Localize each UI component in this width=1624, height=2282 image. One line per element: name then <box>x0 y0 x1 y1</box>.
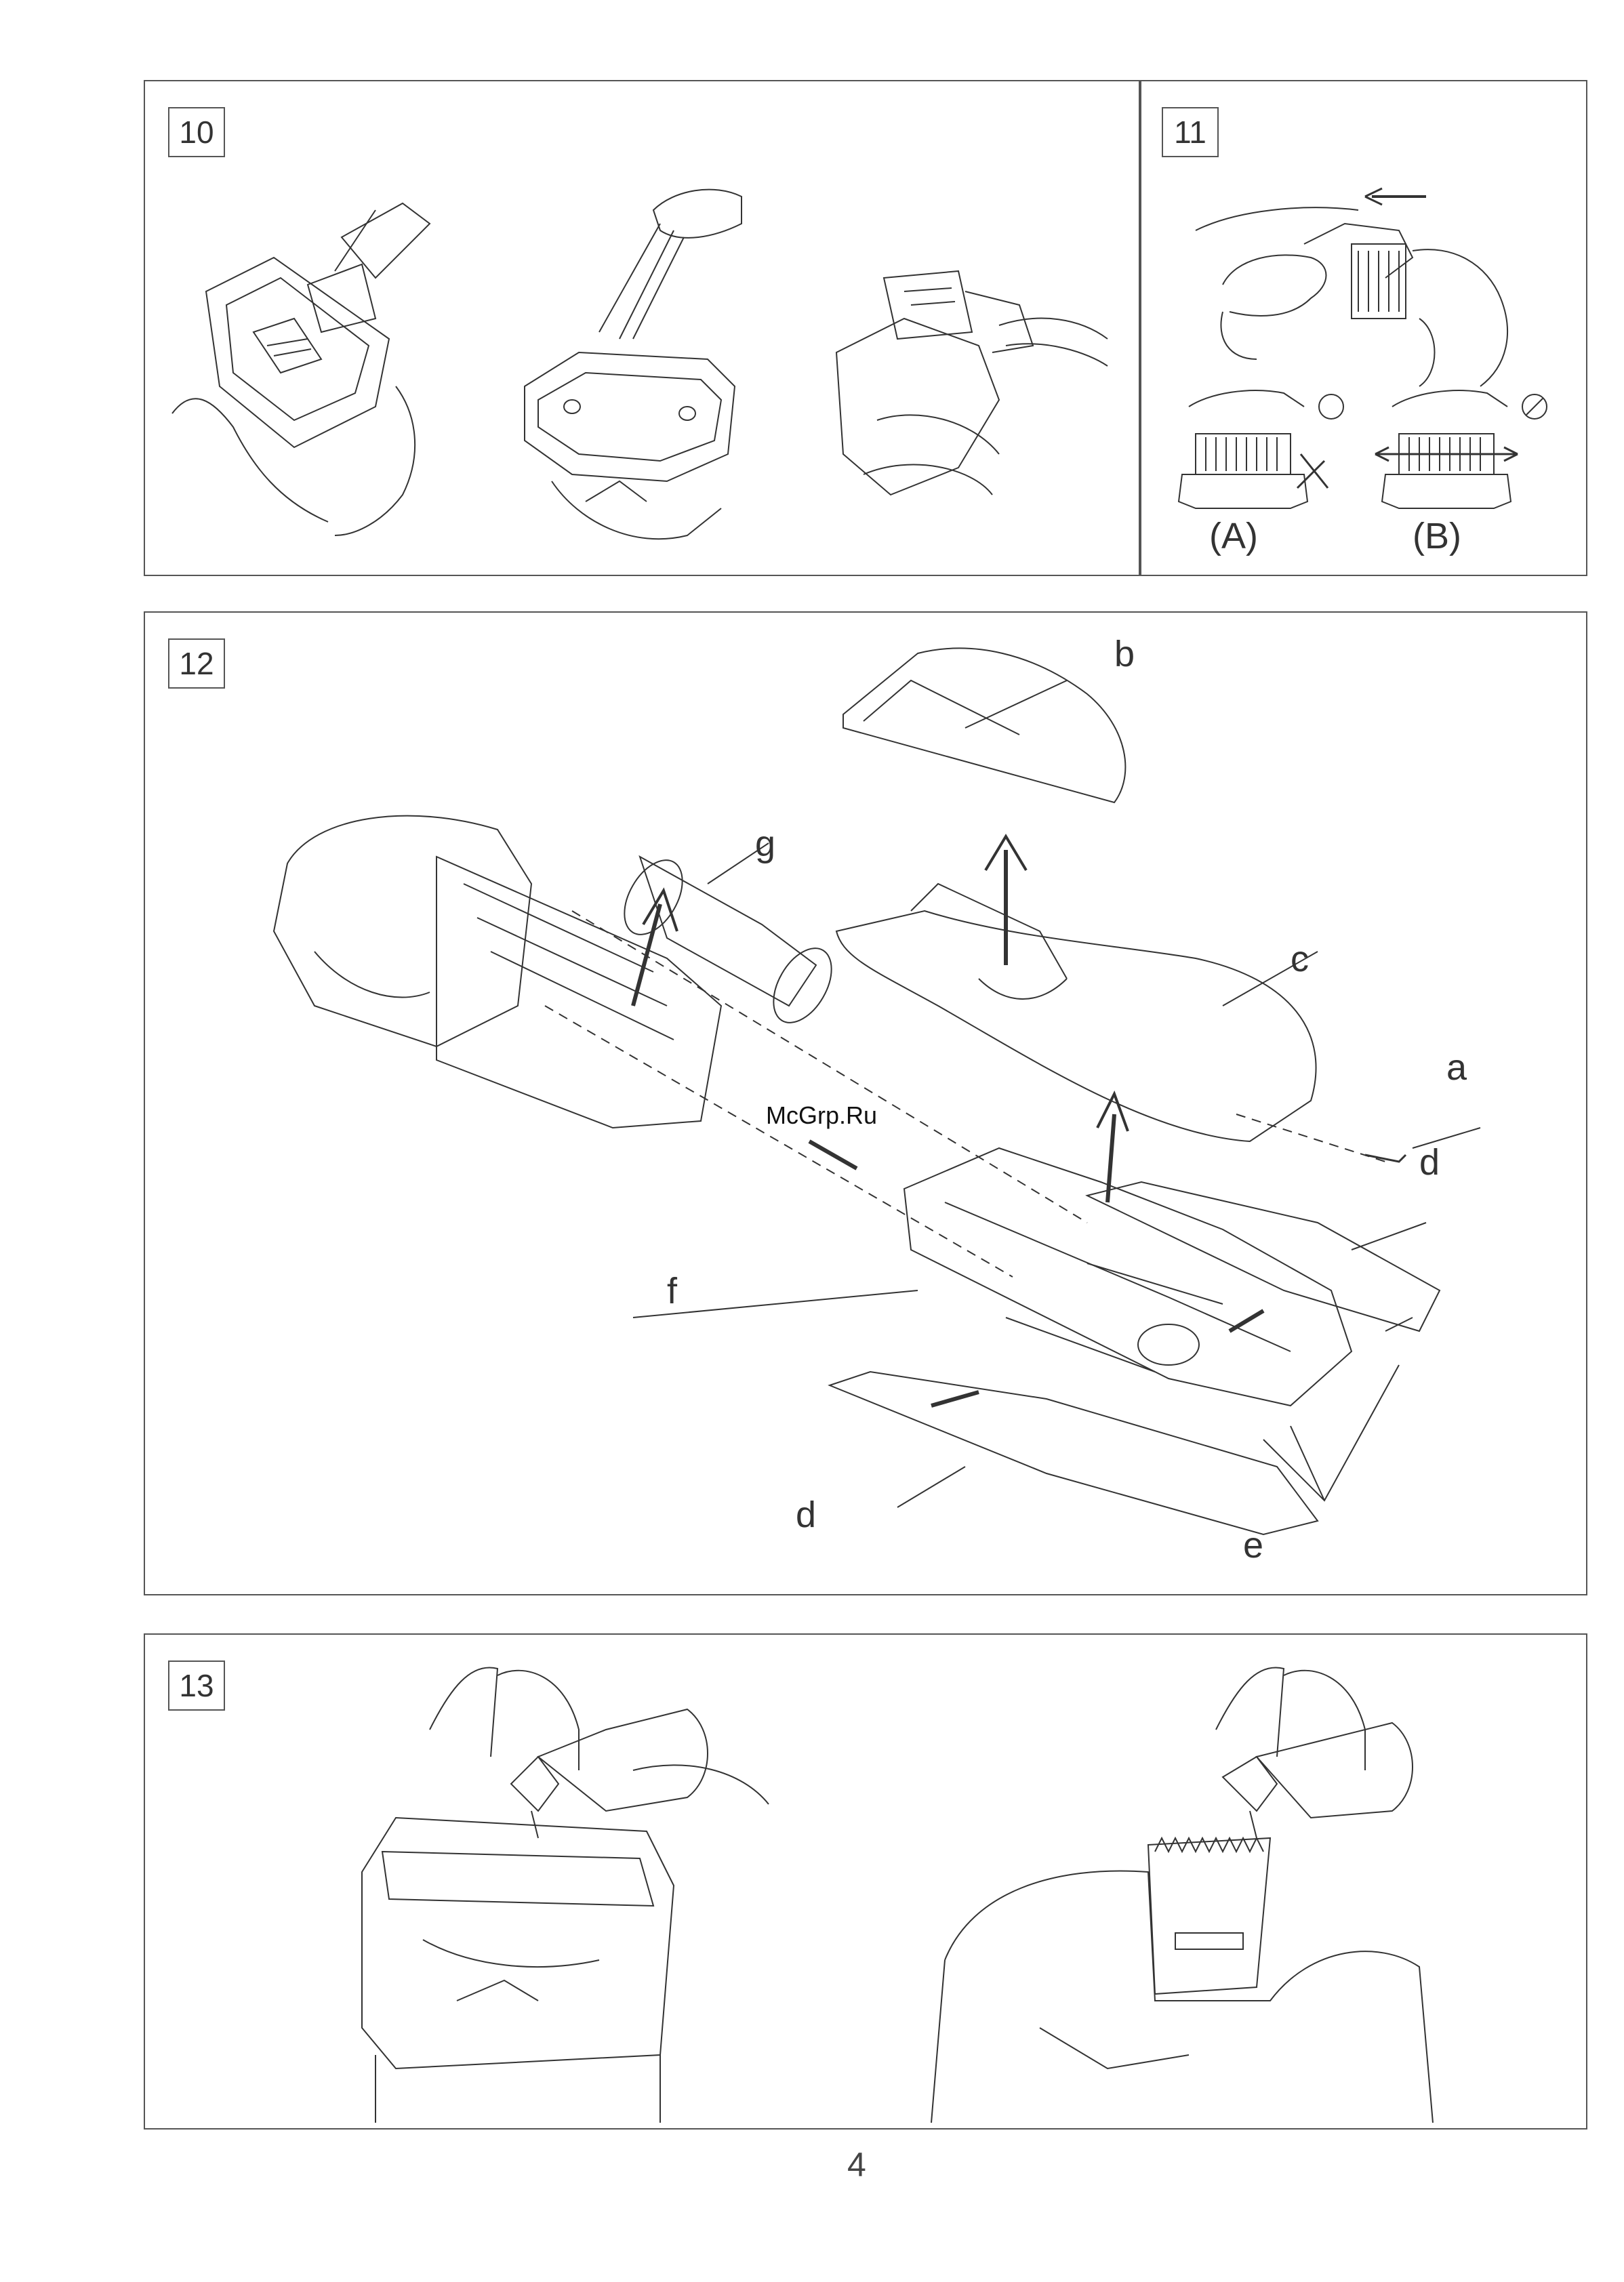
panel-step-11: 11 (A) <box>1140 80 1587 576</box>
option-label-b: (B) <box>1413 515 1461 557</box>
step-number-13: 13 <box>168 1660 225 1711</box>
part-label-e: e <box>1243 1524 1263 1566</box>
disassembly-exploded-diagram <box>233 626 1521 1575</box>
comb-option-a-illustration <box>1169 380 1365 529</box>
panel-step-13: 13 <box>144 1633 1587 2130</box>
cleaning-brush-head-illustration <box>172 183 443 549</box>
comb-option-b-illustration <box>1372 380 1568 529</box>
part-label-b: b <box>1114 633 1135 675</box>
part-label-d-left: d <box>796 1494 816 1536</box>
page-number: 4 <box>847 2145 866 2184</box>
part-label-c: c <box>1291 938 1309 980</box>
part-label-f: f <box>667 1270 677 1312</box>
option-label-a: (A) <box>1209 515 1258 557</box>
oiling-foil-head-illustration <box>335 1648 945 2123</box>
part-label-a: a <box>1446 1046 1467 1088</box>
step-number-12: 12 <box>168 638 225 689</box>
comb-cleaning-hands-illustration <box>1196 183 1548 413</box>
brush-shaver-body-illustration <box>498 183 755 563</box>
step-number-10: 10 <box>168 107 225 157</box>
part-label-g: g <box>755 823 775 865</box>
oiling-trimmer-illustration <box>904 1648 1514 2123</box>
brush-trimmer-illustration <box>823 251 1121 542</box>
panel-step-10: 10 <box>144 80 1140 576</box>
watermark-text: McGrp.Ru <box>766 1101 877 1130</box>
part-label-d-right: d <box>1419 1141 1440 1183</box>
step-number-11: 11 <box>1162 107 1219 157</box>
